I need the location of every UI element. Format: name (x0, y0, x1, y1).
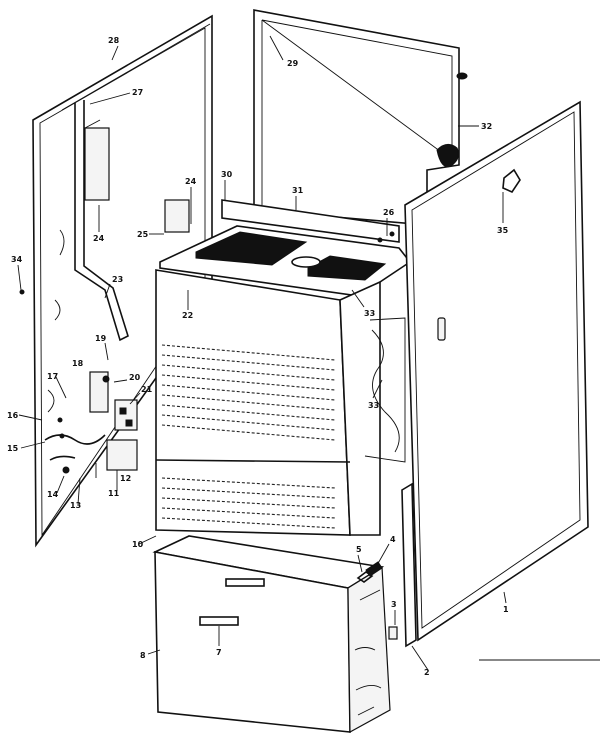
part-label-28: 28 (108, 36, 120, 45)
part-label-14: 15 (7, 444, 19, 453)
part-label-30: 30 (221, 170, 233, 179)
part-label-23: 34 (11, 255, 23, 264)
part-label-7: 7 (216, 648, 222, 657)
part-label-11: 12 (120, 474, 131, 483)
leader-lines (17, 35, 600, 671)
small-hardware (19, 289, 398, 640)
part-label-3: 3 (391, 600, 397, 609)
part-label-29: 29 (287, 59, 299, 68)
part-label-10: 11 (108, 489, 120, 498)
part-label-35: 33 (368, 401, 379, 410)
part-label-21: 22 (182, 311, 193, 320)
left-side-panel (32, 14, 213, 548)
top-cover (159, 199, 412, 297)
part-label-1: 1 (503, 605, 509, 614)
lower-louver-grille (161, 477, 336, 529)
front-strip (401, 482, 417, 648)
part-label-32: 32 (481, 122, 492, 131)
part-label-19: 20 (129, 373, 141, 382)
part-label-9: 10 (132, 540, 144, 549)
part-label-5: 5 (356, 545, 362, 554)
part-label-33-right: 35 (497, 226, 509, 235)
part-label-26: 26 (383, 208, 395, 217)
cabinet-body (155, 269, 381, 536)
part-label-27: 27 (132, 88, 143, 97)
part-label-17: 18 (72, 359, 84, 368)
part-label-31: 31 (292, 186, 304, 195)
part-label-2: 2 (424, 668, 430, 677)
part-label-13: 14 (47, 490, 59, 499)
door-panel (152, 535, 391, 734)
right-side-panel (364, 100, 589, 642)
part-label-12: 13 (70, 501, 81, 510)
part-label-24-lower: 24 (93, 234, 105, 243)
part-label-15: 16 (7, 411, 19, 420)
part-label-4: 4 (390, 535, 396, 544)
part-label-8: 8 (140, 651, 146, 660)
control-components (44, 375, 133, 474)
part-label-20: 21 (141, 385, 153, 394)
upper-louver-grille (161, 344, 336, 441)
part-label-34: 33 (364, 309, 375, 318)
part-label-24-upper: 24 (185, 177, 197, 186)
part-labels: 28 27 29 32 30 31 26 35 24 25 24 34 23 2… (7, 36, 509, 677)
part-label-25: 25 (137, 230, 149, 239)
part-label-16: 17 (47, 372, 58, 381)
part-label-18: 19 (95, 334, 107, 343)
part-label-22: 23 (112, 275, 123, 284)
